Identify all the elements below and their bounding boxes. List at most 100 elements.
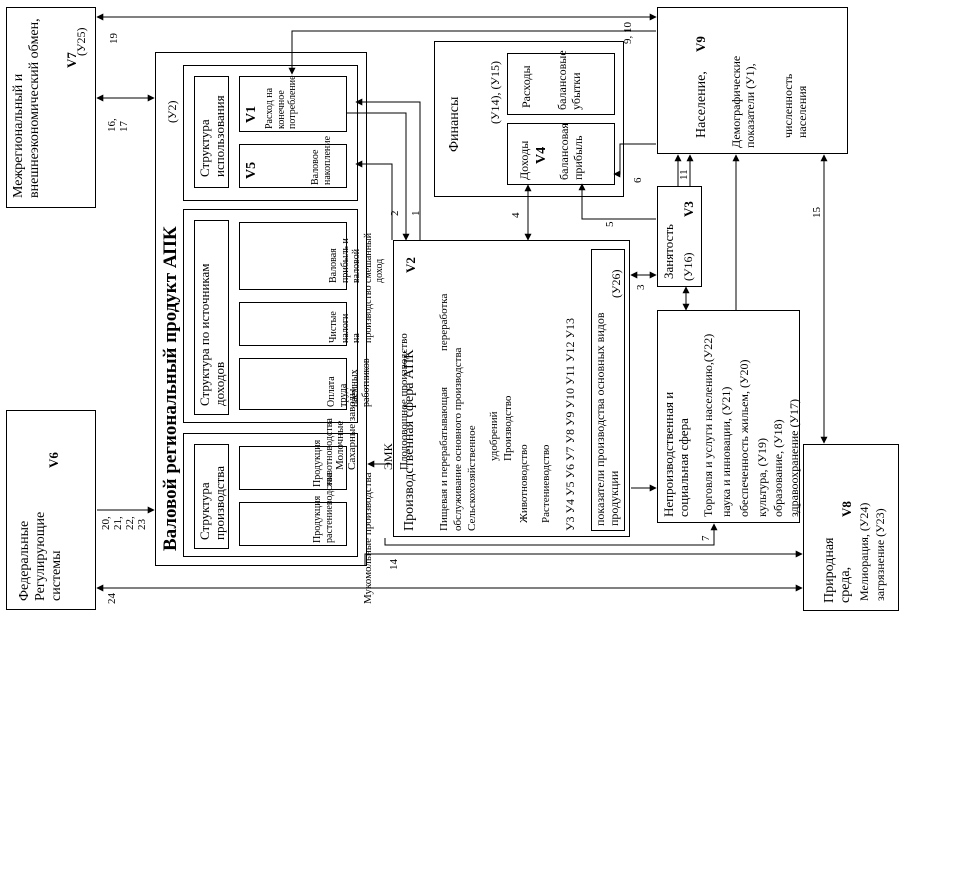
- arrow-6: [613, 143, 656, 178]
- arrow-5: [578, 183, 656, 220]
- label-6: 6: [632, 177, 644, 184]
- block-gross-code: (У2): [165, 100, 179, 124]
- v9-demo: Демографические показатели (У1),: [729, 55, 757, 148]
- label-3: 3: [635, 284, 647, 291]
- block-v5: V5 Валовое накопление: [239, 135, 347, 188]
- arrow-7: [384, 523, 718, 546]
- prodstruct-item-1: Продукция животноводства: [239, 418, 347, 490]
- nonprod-item-4: культура, (У19): [755, 437, 769, 517]
- block-v5-var: V5: [244, 161, 259, 179]
- v2-var: V2: [403, 257, 418, 273]
- block-v1: V1 Расход на конечное потребление: [239, 75, 347, 132]
- income-item-1: Валовая прибыль и валовой смешанный дохо…: [239, 222, 385, 290]
- v8-poll: загрязнение (У23): [873, 508, 887, 601]
- block-v9: Население, V9 Демографические показатели…: [657, 7, 848, 154]
- v2-codes: У3 У4 У5 У6 У7 У8 У9 У10 У11 У12 У13: [563, 317, 577, 531]
- block-v7-title: Межрегиональный и внешнеэкономический об…: [11, 18, 43, 198]
- block-v3: Занятость V3 (У16): [657, 186, 702, 287]
- v4-title: Доходы: [517, 140, 531, 180]
- income-item-2: Чистые налоги на производство: [239, 285, 374, 346]
- block-gross-title: Валовой региональный продукт АПК: [160, 226, 181, 551]
- nonprod-item-3: обеспеченность жильем, (У20): [737, 359, 751, 517]
- label-20-23: 20, 21, 22, 23: [100, 516, 149, 530]
- prodstruct-item-2: Продукция растениеводства: [239, 472, 347, 546]
- v9-title: Население,: [694, 71, 709, 138]
- side-line-4: Плодоовощное производство: [398, 333, 410, 470]
- label-15: 15: [811, 207, 823, 218]
- v3-var: V3: [681, 201, 696, 217]
- v9-count: численность населения: [781, 73, 809, 138]
- block-income-structure: Структура по источникам доходов Валовая …: [183, 209, 385, 423]
- block-v7: Межрегиональный и внешнеэкономический об…: [6, 7, 96, 208]
- label-19: 19: [108, 33, 120, 44]
- label-7: 7: [700, 535, 712, 542]
- income-item-1-text: Валовая прибыль и валовой смешанный дохо…: [328, 232, 385, 283]
- side-emk: ЭМК: [381, 443, 395, 470]
- v2-line-5: удобрений: [488, 411, 500, 461]
- block-v6: Федеральные Регулирующие системы V6: [6, 410, 96, 610]
- v9-var: V9: [693, 36, 708, 52]
- nonprod-title: Непроизводственная и социальная сфера: [661, 391, 691, 517]
- block-v2: Производственная сфера АПК V2 переработк…: [393, 240, 630, 537]
- v2-line-8: Растениеводство: [540, 444, 552, 523]
- label-2: 2: [389, 210, 401, 217]
- arrow-9-10: [288, 30, 656, 75]
- use-title-box: Структура использования: [194, 76, 229, 188]
- prodstruct-item-2-text: Продукция растениеводства: [312, 472, 335, 543]
- block-v4: Доходы V4 балансовая прибыль: [507, 123, 615, 185]
- block-v6-var: V6: [46, 452, 61, 468]
- side-line-2: Молочные: [334, 420, 346, 470]
- label-24: 24: [106, 593, 118, 604]
- block-v8: Природная среда, V8 Мелиорация, (У24) за…: [803, 444, 899, 611]
- label-4: 4: [510, 212, 522, 219]
- label-9-10: 9, 10: [622, 22, 634, 44]
- block-v1-text: Расход на конечное потребление: [264, 75, 298, 129]
- arrow-14: [364, 550, 803, 566]
- label-14: 14: [388, 559, 400, 570]
- finance-title: Финансы: [447, 96, 462, 152]
- expenses-sub: балансовые убытки: [555, 50, 583, 110]
- side-line-1: Сахарные заводы: [346, 388, 358, 470]
- v2-indicators-box: показатели производства основных видов п…: [591, 249, 625, 531]
- prodstruct-title: Структура производства: [197, 465, 227, 540]
- block-v5-text: Валовое накопление: [310, 135, 333, 185]
- block-v6-label: Федеральные Регулирующие системы: [17, 491, 65, 601]
- block-gross-product: Валовой региональный продукт АПК (У2) Ст…: [155, 52, 385, 566]
- arrow-1: [355, 98, 421, 240]
- block-v1-var: V1: [244, 105, 259, 123]
- v4-sub: балансовая прибыль: [557, 123, 585, 180]
- label-5: 5: [604, 221, 616, 228]
- label-11: 11: [678, 169, 690, 180]
- block-v7-code: (У25): [74, 27, 88, 57]
- block-use-structure: Структура использования V1 Расход на кон…: [183, 65, 358, 201]
- v2-line-2: Пищевая и перерабатывающая: [438, 386, 450, 531]
- v3-title: Занятость: [661, 224, 676, 279]
- side-line-3: Мукомольные производства: [362, 472, 374, 604]
- income-title: Структура по источникам доходов: [197, 263, 227, 406]
- v2-line-3: обслуживание основного производства: [452, 347, 464, 531]
- prodstruct-title-box: Структура производства: [194, 444, 229, 549]
- income-item-3: Оплата труда наемных работников: [239, 358, 372, 410]
- v3-code: (У16): [681, 252, 695, 282]
- v2-line-1: переработка: [438, 293, 450, 351]
- block-expenses: Расходы балансовые убытки: [507, 50, 615, 115]
- use-title: Структура использования: [197, 95, 227, 177]
- v2-line-4: Сельскохозяйственное: [466, 425, 478, 531]
- v2-line-7: Животноводство: [518, 444, 530, 523]
- v8-mel: Мелиорация, (У24): [857, 502, 871, 601]
- block-v6-title: Федеральные Регулирующие системы: [17, 511, 65, 601]
- block-v7-label: Межрегиональный и внешнеэкономический об…: [11, 16, 43, 198]
- nonprod-item-1: Торговля и услуги населению,(У22): [701, 333, 715, 517]
- income-title-box: Структура по источникам доходов: [194, 220, 229, 415]
- expenses-title: Расходы: [519, 65, 533, 108]
- label-1: 1: [410, 210, 422, 217]
- arrow-v5: [355, 160, 393, 240]
- block-production-structure: Структура производства Продукция животно…: [183, 418, 358, 557]
- label-16-17: 16, 17: [106, 118, 131, 132]
- nonprod-item-6: здравоохранение (У17): [787, 399, 801, 517]
- v8-title: Природная среда,: [822, 537, 854, 603]
- finance-code: (У14), (У15): [488, 61, 502, 124]
- v2-line-6: Производство: [502, 395, 514, 461]
